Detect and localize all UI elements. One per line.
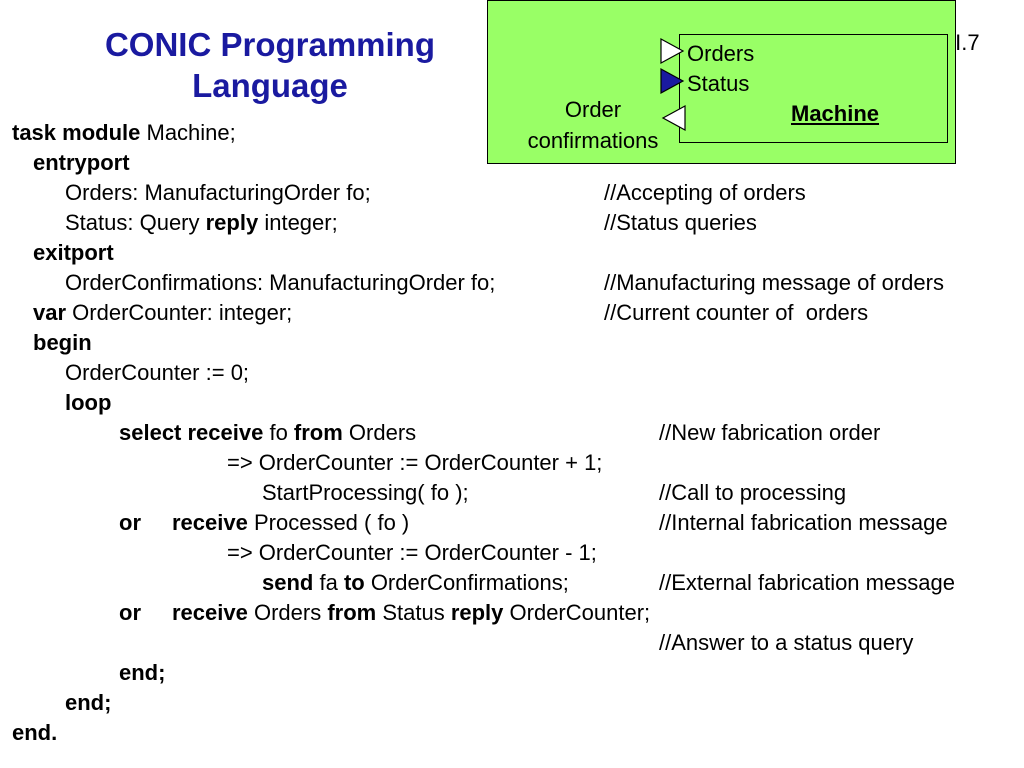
input-port-open-triangle-icon [659,37,685,65]
code-comment: //Current counter of orders [604,300,869,325]
keyword: var [33,300,67,325]
code-line: task module Machine; [0,118,1024,148]
keyword: send [262,570,314,595]
machine-box [679,34,948,143]
code-line: end; [0,658,1024,688]
input-port-filled-triangle-icon [659,67,685,95]
code-line: exitport [0,238,1024,268]
keyword: from [327,600,377,625]
code-text: Processed ( fo ) [247,510,410,535]
code-text: Orders: ManufacturingOrder fo; [65,180,371,205]
machine-label: Machine [791,101,880,126]
keyword: task module [12,120,141,145]
code-text: Orders [247,600,328,625]
keyword: reply [450,600,504,625]
code-line: => OrderCounter := OrderCounter - 1; [0,538,1024,568]
code-line: send fa to OrderConfirmations; //Externa… [0,568,1024,598]
code-text: => OrderCounter := OrderCounter + 1; [227,450,603,475]
keyword: begin [33,330,92,355]
code-line: StartProcessing( fo ); //Call to process… [0,478,1024,508]
code-text: OrderConfirmations; [364,570,569,595]
keyword: entryport [33,150,130,175]
keyword: exitport [33,240,114,265]
code-comment: //Accepting of orders [604,180,806,205]
code-line: Orders: ManufacturingOrder fo; //Accepti… [0,178,1024,208]
title-line-1: CONIC Programming [104,26,436,63]
keyword: from [293,420,343,445]
code-line: end. [0,718,1024,748]
code-line: entryport [0,148,1024,178]
code-line: end; [0,688,1024,718]
keyword: to [343,570,365,595]
code-text: OrderCounter := 0; [65,360,250,385]
code-line: OrderConfirmations: ManufacturingOrder f… [0,268,1024,298]
code-text: => OrderCounter := OrderCounter - 1; [227,540,597,565]
code-text: OrderConfirmations: ManufacturingOrder f… [65,270,496,295]
code-text: fo [263,420,294,445]
page-title: CONIC Programming Language [70,24,470,106]
keyword: end; [65,690,112,715]
code-line: => OrderCounter := OrderCounter + 1; [0,448,1024,478]
machine-diagram: Orders Status Machine Order confirmation… [487,0,956,164]
keyword: select receive [119,420,264,445]
code-comment: //Internal fabrication message [659,510,948,535]
status-port-label: Status [687,71,750,96]
code-text: Status [376,600,451,625]
code-line: Status: Query reply integer; //Status qu… [0,208,1024,238]
keyword: end; [119,660,166,685]
output-port-open-triangle-icon [661,104,687,132]
code-text: integer; [258,210,338,235]
code-text: Machine; [140,120,236,145]
keyword: receive [172,600,248,625]
keyword: reply [205,210,259,235]
code-line: begin [0,328,1024,358]
code-text: Status: Query [65,210,206,235]
title-line-2: Language [192,67,348,104]
code-line: OrderCounter := 0; [0,358,1024,388]
code-comment: //New fabrication order [659,420,881,445]
code-comment: //Answer to a status query [659,630,914,655]
orders-port-label: Orders [687,41,755,66]
keyword: loop [65,390,112,415]
keyword: or [119,510,141,535]
code-comment: //Status queries [604,210,757,235]
code-line: or receive Processed ( fo ) //Internal f… [0,508,1024,538]
code-line: //Answer to a status query [0,628,1024,658]
code-comment: //Call to processing [659,480,847,505]
code-comment: //External fabrication message [659,570,955,595]
keyword: receive [172,510,248,535]
code-text: fa [313,570,344,595]
code-comment: //Manufacturing message of orders [604,270,944,295]
code-line: or receive Orders from Status reply Orde… [0,598,1024,628]
code-text: Orders [342,420,417,445]
code-line: loop [0,388,1024,418]
code-text: OrderCounter; [503,600,651,625]
code-line: select receive fo from Orders //New fabr… [0,418,1024,448]
keyword: end. [12,720,58,745]
code-text: OrderCounter: integer; [66,300,293,325]
code-line: var OrderCounter: integer; //Current cou… [0,298,1024,328]
code-text: StartProcessing( fo ); [262,480,469,505]
order-confirmations-port-label: Order confirmations [527,97,659,153]
keyword: or [119,600,141,625]
